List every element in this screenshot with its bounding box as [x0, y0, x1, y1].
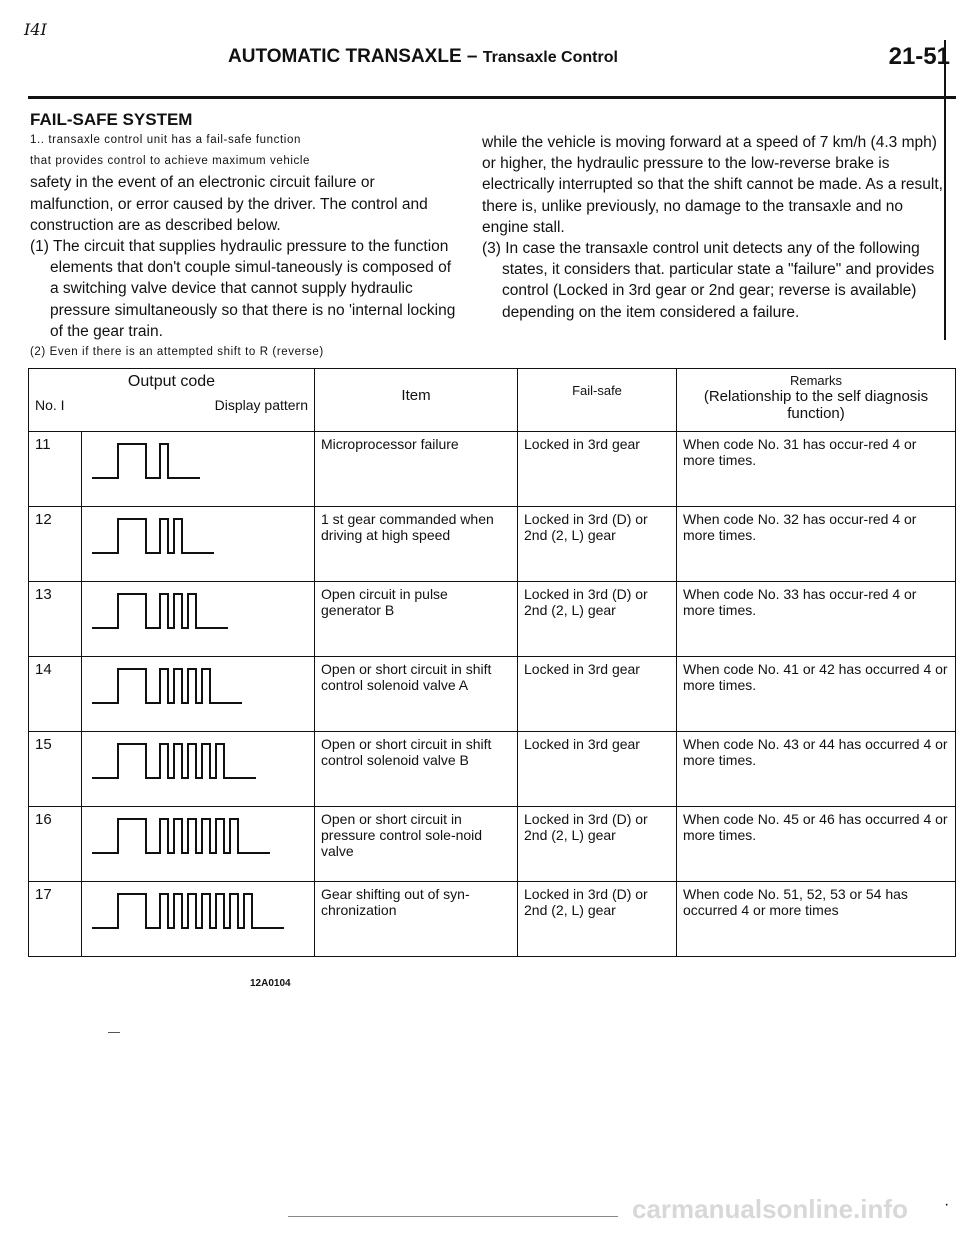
remarks-text: When code No. 32 has occur-red 4 or more…: [676, 506, 956, 582]
pulse-line: [92, 518, 214, 554]
right-text-column: while the vehicle is moving forward at a…: [482, 132, 947, 323]
remarks-header: Remarks (Relationship to the self diagno…: [676, 368, 956, 432]
footer-rule: [288, 1216, 618, 1217]
fail-safe-text: Locked in 3rd gear: [517, 656, 677, 732]
remarks-subtitle: (Relationship to the self diagnosis func…: [703, 388, 929, 422]
display-pattern: [81, 731, 315, 807]
fail-safe-text: Locked in 3rd (D) or 2nd (2, L) gear: [517, 806, 677, 882]
item-text: Open or short circuit in pressure contro…: [314, 806, 518, 882]
remarks-text: When code No. 45 or 46 has occurred 4 or…: [676, 806, 956, 882]
item-text: Open or short circuit in shift control s…: [314, 656, 518, 732]
display-pattern: [81, 581, 315, 657]
pulse-line: [92, 593, 228, 629]
list-item: (3) In case the transaxle control unit d…: [482, 240, 935, 321]
pulse-line: [92, 818, 270, 854]
code-number: 14: [28, 656, 82, 732]
remarks-text: When code No. 41 or 42 has occurred 4 or…: [676, 656, 956, 732]
display-pattern-header: Display pattern: [214, 397, 308, 413]
page-number: 21-51: [888, 43, 950, 70]
margin-rule: [944, 40, 946, 340]
item-text: Open circuit in pulse generator B: [314, 581, 518, 657]
code-number: 15: [28, 731, 82, 807]
header-title: AUTOMATIC TRANSAXLE: [228, 46, 462, 67]
output-code-title: Output code: [127, 373, 216, 390]
table-row: 12 1 st gear commanded when driving at hi…: [28, 506, 956, 582]
pulse-line: [92, 893, 284, 929]
table-row: 15 Open or short circuit in shift control…: [28, 731, 956, 807]
code-number: 11: [28, 431, 82, 507]
item-header: Item: [314, 368, 518, 432]
display-pattern: [81, 656, 315, 732]
left-text-column: 1.. transaxle control unit has a fail-sa…: [30, 130, 460, 363]
fail-safe-header: Fail-safe: [517, 368, 677, 432]
pulse-waveform: [92, 818, 270, 854]
fail-safe-table: Output code No. I Display pattern Item F…: [28, 368, 956, 957]
pulse-waveform: [92, 743, 256, 779]
item-text: Open or short circuit in shift control s…: [314, 731, 518, 807]
watermark: carmanualsonline.info: [632, 1194, 908, 1224]
display-pattern: [81, 431, 315, 507]
figure-code: 12A0104: [250, 978, 291, 989]
remarks-text: When code No. 33 has occur-red 4 or more…: [676, 581, 956, 657]
paragraph: that provides control to achieve maximum…: [30, 155, 310, 168]
paragraph: while the vehicle is moving forward at a…: [482, 134, 943, 236]
remarks-text: When code No. 43 or 44 has occurred 4 or…: [676, 731, 956, 807]
pulse-waveform: [92, 518, 214, 554]
page-header: AUTOMATIC TRANSAXLE – Transaxle Control …: [228, 43, 956, 70]
header-subtitle: Transaxle Control: [482, 49, 618, 66]
no-header: No. I: [35, 397, 65, 413]
header-rule: [28, 96, 956, 99]
end-mark: ·: [944, 1196, 950, 1213]
paragraph: safety in the event of an electronic cir…: [30, 174, 428, 234]
code-number: 17: [28, 881, 82, 957]
pulse-line: [92, 668, 242, 704]
output-code-header: Output code No. I Display pattern: [28, 368, 315, 432]
list-item: (2) Even if there is an attempted shift …: [30, 346, 324, 359]
pulse-waveform: [92, 893, 284, 929]
display-pattern: [81, 881, 315, 957]
pulse-waveform: [92, 593, 228, 629]
display-pattern: [81, 806, 315, 882]
fail-safe-text: Locked in 3rd gear: [517, 431, 677, 507]
item-text: Microprocessor failure: [314, 431, 518, 507]
fail-safe-text: Locked in 3rd gear: [517, 731, 677, 807]
table-row: 14 Open or short circuit in shift control…: [28, 656, 956, 732]
pulse-waveform: [92, 443, 200, 479]
remarks-title: Remarks: [789, 373, 842, 388]
section-heading: FAIL-SAFE SYSTEM: [30, 110, 193, 129]
fail-safe-text: Locked in 3rd (D) or 2nd (2, L) gear: [517, 881, 677, 957]
item-text: Gear shifting out of syn-chronization: [314, 881, 518, 957]
list-item: (1) The circuit that supplies hydraulic …: [30, 238, 456, 340]
remarks-text: When code No. 31 has occur-red 4 or more…: [676, 431, 956, 507]
table-row: 16 Open or short circuit in pressure cont…: [28, 806, 956, 882]
code-number: 13: [28, 581, 82, 657]
fail-safe-text: Locked in 3rd (D) or 2nd (2, L) gear: [517, 506, 677, 582]
code-number: 16: [28, 806, 82, 882]
pulse-waveform: [92, 668, 242, 704]
fail-safe-text: Locked in 3rd (D) or 2nd (2, L) gear: [517, 581, 677, 657]
remarks-text: When code No. 51, 52, 53 or 54 has occur…: [676, 881, 956, 957]
margin-tick: [108, 1032, 120, 1033]
item-text: 1 st gear commanded when driving at high…: [314, 506, 518, 582]
pulse-line: [92, 443, 200, 479]
code-number: 12: [28, 506, 82, 582]
page-corner-mark: I4I: [24, 20, 47, 39]
display-pattern: [81, 506, 315, 582]
pulse-line: [92, 743, 256, 779]
header-dash: –: [466, 46, 478, 67]
paragraph: 1.. transaxle control unit has a fail-sa…: [30, 134, 301, 146]
